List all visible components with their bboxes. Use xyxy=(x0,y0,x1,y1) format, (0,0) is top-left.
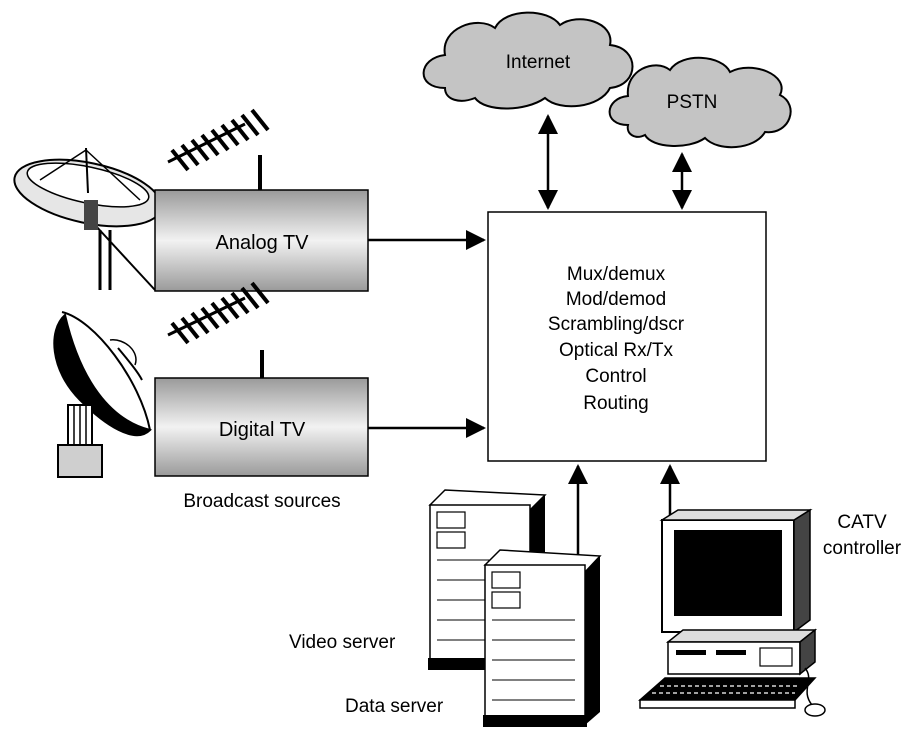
data-server-label: Data server xyxy=(345,696,444,717)
catv-controller-computer-icon xyxy=(638,508,826,717)
digital-antenna-icon xyxy=(167,281,270,378)
headend-function-routing: Routing xyxy=(583,393,649,414)
digital-satellite-dish-icon xyxy=(53,311,152,478)
data-server-icon xyxy=(483,549,602,727)
catv-label: CATV xyxy=(837,512,887,533)
headend-function-optical: Optical Rx/Tx xyxy=(559,340,674,361)
pstn-cloud: PSTN xyxy=(608,56,792,149)
broadcast-sources-label: Broadcast sources xyxy=(183,491,340,512)
analog-tv-encoder-box: Analog TV xyxy=(154,189,369,292)
digital-tv-label: Digital TV xyxy=(219,419,306,441)
controller-label: controller xyxy=(823,538,902,559)
headend-function-scrambling: Scrambling/dscr xyxy=(548,314,685,335)
headend-box: Mux/demux Mod/demod Scrambling/dscr Opti… xyxy=(487,211,767,462)
headend-function-mux: Mux/demux xyxy=(567,264,666,285)
analog-tv-label: Analog TV xyxy=(215,232,309,254)
internet-cloud: Internet xyxy=(422,11,634,110)
analog-satellite-dish-icon xyxy=(13,147,163,291)
internet-label: Internet xyxy=(506,52,571,73)
video-server-label: Video server xyxy=(289,632,396,653)
pstn-label: PSTN xyxy=(667,92,718,113)
digital-tv-encoder-box: Digital TV xyxy=(154,377,369,477)
analog-antenna-icon xyxy=(167,108,270,190)
headend-function-mod: Mod/demod xyxy=(566,289,666,310)
headend-function-control: Control xyxy=(585,366,646,387)
